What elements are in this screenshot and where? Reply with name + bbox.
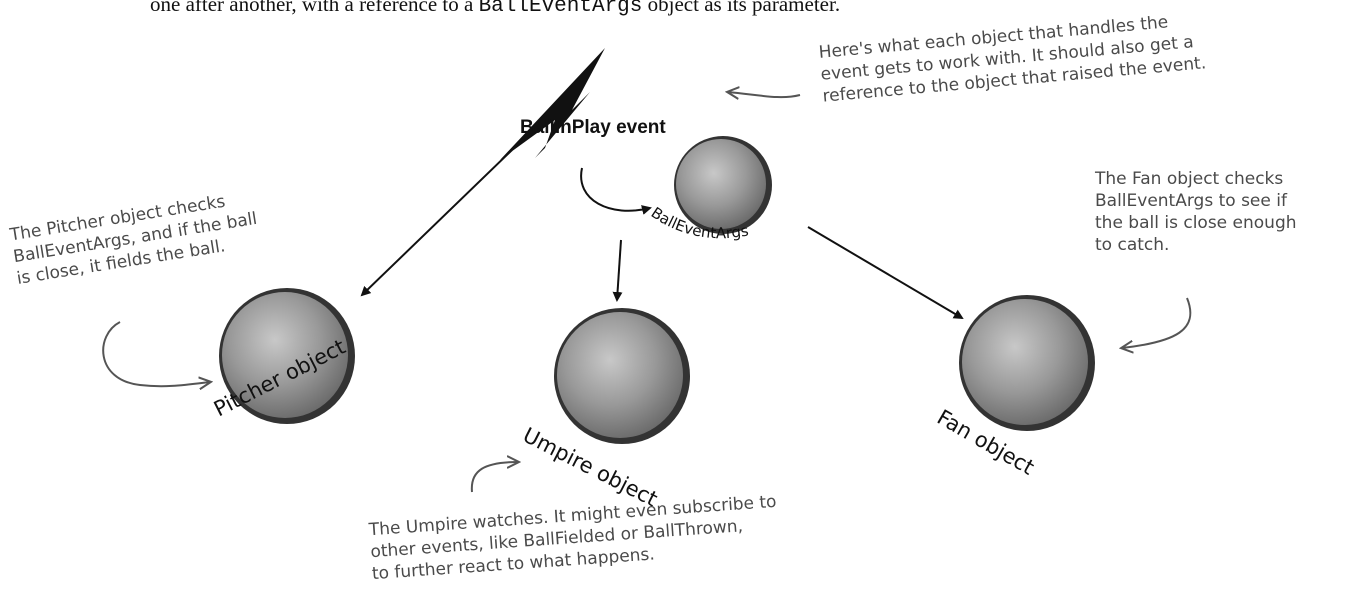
note-fan: The Fan object checks BallEventArgs to s… — [1095, 169, 1297, 255]
note-arrow-umpire — [470, 462, 518, 493]
intro-text-before: one after another, with a reference to a — [150, 0, 479, 16]
arrow-to-fan — [807, 226, 964, 320]
lightning-bolt-icon — [500, 48, 605, 160]
arrow-to-pitcher — [360, 149, 513, 297]
note-arrow-pitcher — [102, 321, 210, 386]
fan-ball — [959, 295, 1095, 431]
event-label: BallInPlay event — [520, 117, 666, 138]
umpire-ball — [554, 308, 690, 444]
note-arrow-top-right — [728, 92, 801, 97]
pitcher-ball — [219, 288, 355, 424]
arrow-to-umpire — [612, 239, 623, 302]
intro-text-after: object as its parameter. — [642, 0, 841, 16]
note-arrow-fan — [1122, 297, 1192, 348]
ball-event-args-ball — [674, 136, 772, 234]
arrow-to-args — [580, 167, 652, 215]
intro-code: BallEventArgs — [478, 0, 643, 18]
intro-text: one after another, with a reference to a… — [150, 0, 1300, 18]
